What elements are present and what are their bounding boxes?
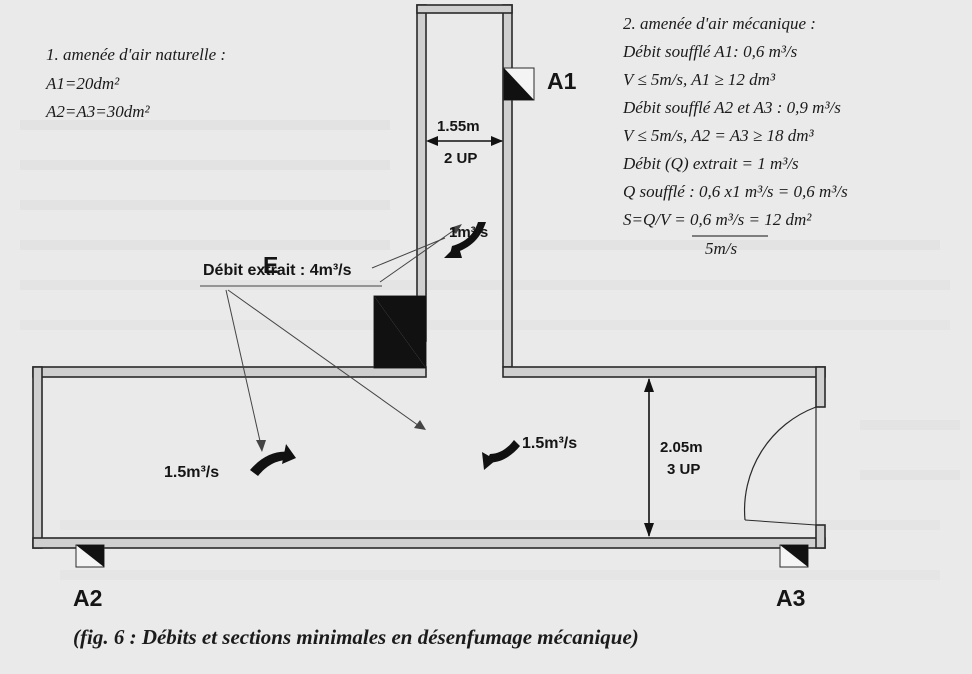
mechanical-line7: S=Q/V = 0,6 m³/s = 12 dm² (623, 210, 812, 229)
label-e: E (263, 252, 278, 278)
door-swing (743, 406, 817, 526)
flow-arrow-top-icon (444, 222, 486, 258)
mechanical-supply-title: 2. amenée d'air mécanique : (623, 14, 816, 33)
flow-label-top: 1m³/s (449, 224, 488, 241)
mechanical-line8: 5m/s (705, 239, 738, 258)
corridor-up-label: 2 UP (444, 150, 477, 167)
natural-supply-line2: A2=A3=30dm² (45, 102, 150, 121)
hall-width-label: 2.05m (660, 439, 703, 456)
vent-a2-icon (75, 544, 105, 568)
label-a1: A1 (547, 68, 577, 94)
mechanical-line2: V ≤ 5m/s, A1 ≥ 12 dm³ (623, 70, 776, 89)
floor-plan-walls (32, 4, 826, 549)
natural-supply-title: 1. amenée d'air naturelle : (46, 45, 226, 64)
figure-caption: (fig. 6 : Débits et sections minimales e… (73, 625, 639, 649)
corridor-width-label: 1.55m (437, 118, 480, 135)
leader-lines (200, 225, 461, 451)
corridor-width-dimension (426, 136, 503, 146)
flow-label-right: 1.5m³/s (522, 435, 577, 452)
vent-a1-icon (503, 67, 535, 101)
extract-flow-label: Débit extrait : 4m³/s (203, 262, 352, 279)
flow-arrow-left-icon (250, 444, 296, 476)
vent-a3-icon (779, 544, 809, 568)
flow-arrow-right-icon (482, 440, 520, 470)
mechanical-supply-block: 2. amenée d'air mécanique : Débit souffl… (622, 14, 848, 258)
mechanical-line4: V ≤ 5m/s, A2 = A3 ≥ 18 dm³ (623, 126, 815, 145)
flow-label-left: 1.5m³/s (164, 464, 219, 481)
vent-e-icon (373, 295, 427, 369)
mechanical-line1: Débit soufflé A1: 0,6 m³/s (622, 42, 798, 61)
mechanical-line5: Débit (Q) extrait = 1 m³/s (622, 154, 799, 173)
hall-up-label: 3 UP (667, 461, 700, 478)
leader-arrowheads (256, 224, 462, 452)
natural-supply-block: 1. amenée d'air naturelle : A1=20dm² A2=… (45, 45, 226, 121)
label-a2: A2 (73, 585, 102, 611)
label-a3: A3 (776, 585, 805, 611)
natural-supply-line1: A1=20dm² (45, 74, 120, 93)
mechanical-line6: Q soufflé : 0,6 x1 m³/s = 0,6 m³/s (623, 182, 848, 201)
hall-width-dimension (644, 378, 654, 537)
mechanical-line3: Débit soufflé A2 et A3 : 0,9 m³/s (622, 98, 841, 117)
